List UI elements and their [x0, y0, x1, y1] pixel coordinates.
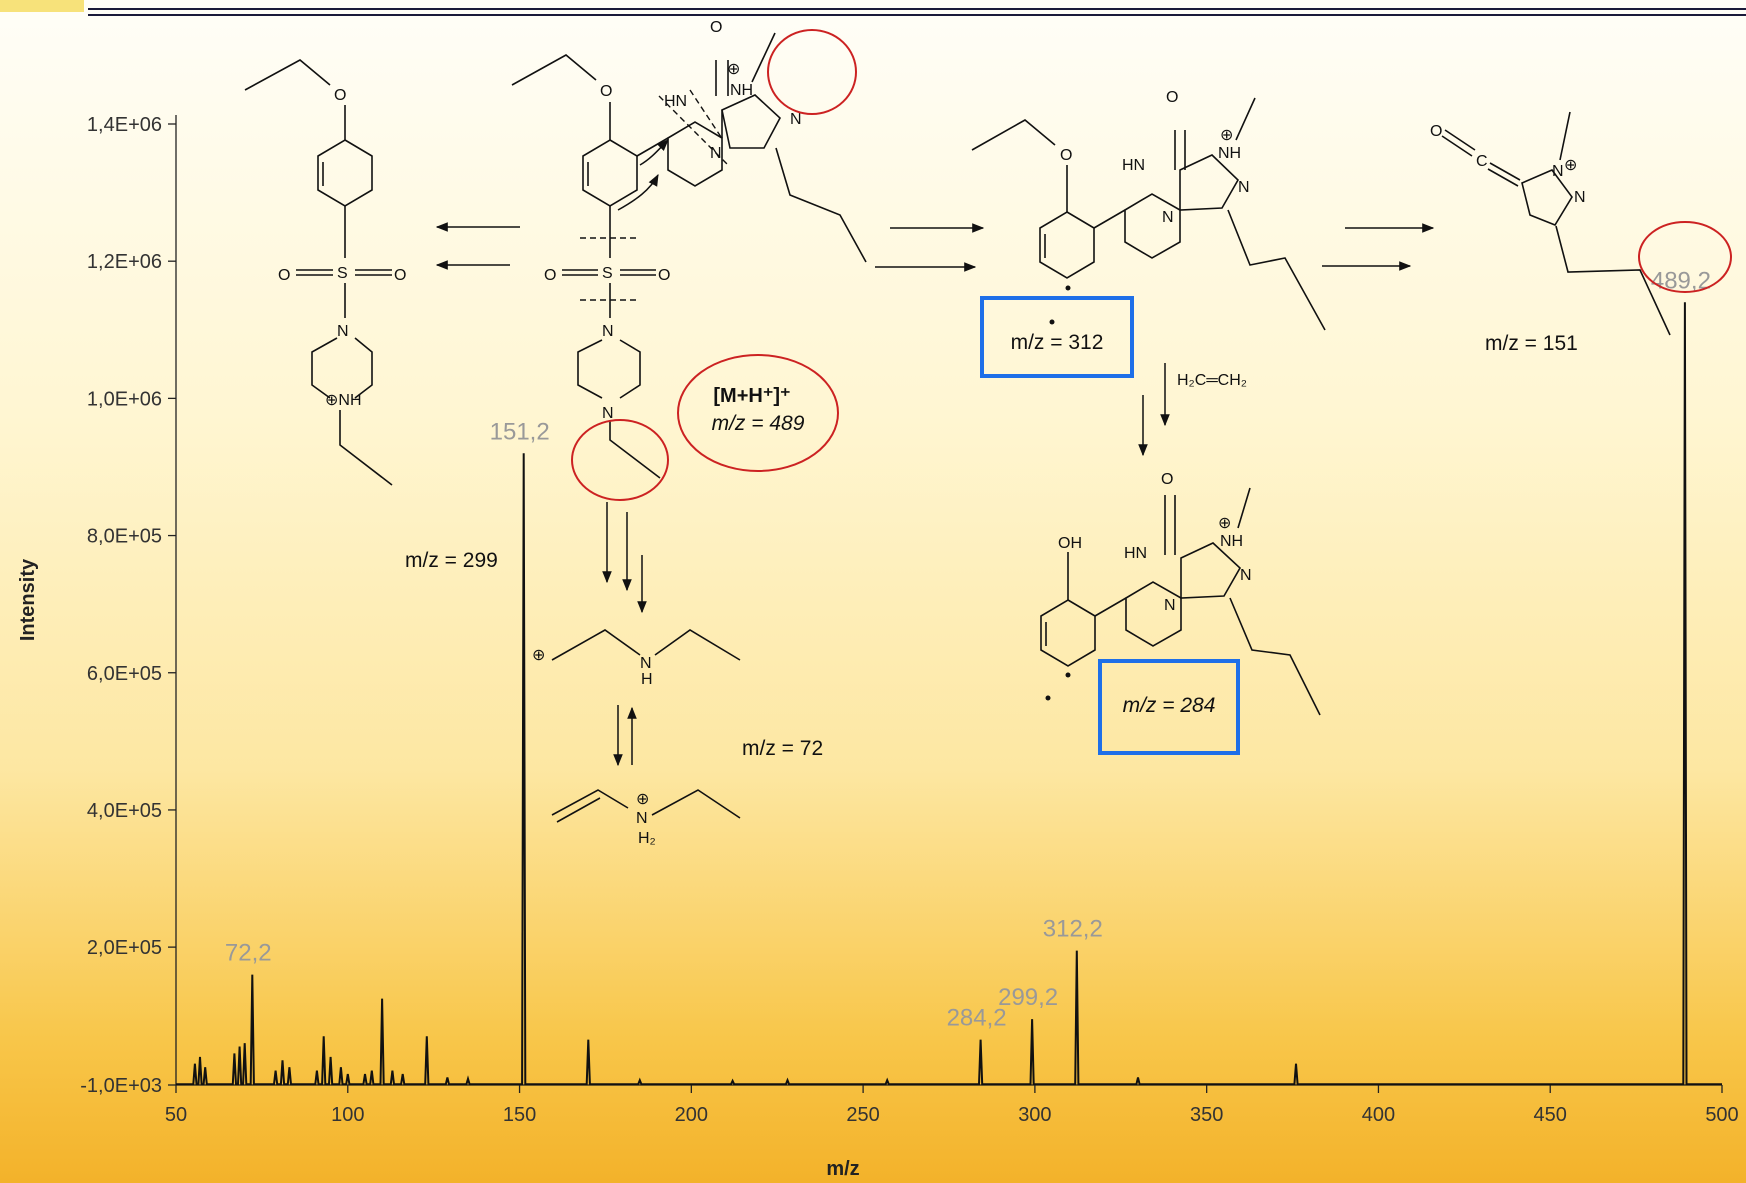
- y-tick-label: 1,0E+06: [87, 388, 162, 410]
- svg-text:N: N: [337, 323, 349, 340]
- y-tick-label: 2,0E+05: [87, 937, 162, 959]
- y-axis-label: Intensity: [17, 558, 39, 641]
- parent-mz-label: m/z = 489: [712, 412, 805, 435]
- svg-text:HN: HN: [1122, 157, 1145, 174]
- svg-text:O: O: [394, 267, 406, 284]
- y-tick-label: -1,0E+03: [80, 1075, 162, 1097]
- structure-parent-ion: O HN N O NH ⊕ N S O: [511, 19, 867, 501]
- structure-fragment-284: OH HN N O NH ⊕ N m/z = 284: [1040, 471, 1321, 755]
- y-tick-label: 6,0E+05: [87, 663, 162, 685]
- parent-ion-label: [M+H⁺]⁺: [713, 385, 790, 407]
- fragmentation-scheme: O S O O N ⊕NH O: [244, 19, 1732, 847]
- svg-text:N: N: [1240, 567, 1252, 584]
- svg-text:HN: HN: [664, 93, 687, 110]
- frag-72-label: m/z = 72: [742, 737, 823, 760]
- peak-label: 151,2: [490, 418, 550, 445]
- x-ticks: 50 100 150 200 250 300 350 400 450 500: [165, 1085, 1739, 1126]
- svg-text:HN: HN: [1124, 545, 1147, 562]
- structure-fragment-299: O S O O N ⊕NH: [244, 59, 406, 486]
- y-tick-label: 1,4E+06: [87, 114, 162, 136]
- svg-text:N: N: [640, 655, 652, 672]
- svg-text:NH: NH: [1218, 145, 1241, 162]
- svg-text:O: O: [1060, 147, 1072, 164]
- svg-text:O: O: [1430, 123, 1442, 140]
- svg-text:⊕: ⊕: [636, 791, 649, 808]
- structure-fragment-151: O C N ⊕ N m/z = 151: [1430, 111, 1732, 355]
- x-tick-label: 250: [846, 1104, 879, 1126]
- svg-text:OH: OH: [1058, 535, 1082, 552]
- svg-text:N: N: [636, 810, 648, 827]
- ethylene-label: H₂C═CH₂: [1177, 372, 1247, 389]
- svg-text:⊕: ⊕: [1564, 157, 1577, 174]
- y-tick-label: 8,0E+05: [87, 526, 162, 548]
- svg-text:N: N: [1164, 597, 1176, 614]
- frag-151-label: m/z = 151: [1485, 332, 1578, 355]
- structure-fragment-312: O HN N O NH ⊕ N m/z = 312: [971, 89, 1326, 378]
- svg-text:O: O: [278, 267, 290, 284]
- svg-text:S: S: [602, 265, 613, 282]
- svg-text:N: N: [790, 111, 802, 128]
- structure-fragment-72: ⊕ N H N ⊕ H₂: [532, 629, 741, 847]
- svg-text:C: C: [1476, 153, 1488, 170]
- svg-text:N: N: [1238, 179, 1250, 196]
- x-tick-label: 450: [1534, 1104, 1567, 1126]
- frag-299-label: m/z = 299: [405, 549, 498, 572]
- peak-label: 312,2: [1043, 916, 1103, 943]
- x-tick-label: 300: [1018, 1104, 1051, 1126]
- x-axis-label: m/z: [826, 1158, 859, 1180]
- svg-text:O: O: [1161, 471, 1173, 488]
- x-tick-label: 100: [331, 1104, 364, 1126]
- svg-text:H: H: [641, 671, 653, 688]
- svg-text:S: S: [337, 265, 348, 282]
- y-tick-label: 1,2E+06: [87, 251, 162, 273]
- peak-label: 72,2: [225, 940, 272, 967]
- svg-text:N: N: [602, 323, 614, 340]
- svg-text:H₂: H₂: [638, 830, 656, 847]
- header-accent: [0, 0, 84, 12]
- svg-text:⊕: ⊕: [1218, 515, 1231, 532]
- svg-text:O: O: [600, 83, 612, 100]
- header-rule: [88, 8, 1746, 10]
- frag-312-label: m/z = 312: [1011, 331, 1104, 354]
- svg-text:O: O: [1166, 89, 1178, 106]
- x-tick-label: 500: [1705, 1104, 1738, 1126]
- x-tick-label: 350: [1190, 1104, 1223, 1126]
- y-ticks: -1,0E+03 2,0E+05 4,0E+05 6,0E+05 8,0E+05 1,0E…: [80, 114, 176, 1097]
- header-rule: [88, 14, 1746, 16]
- svg-text:⊕: ⊕: [727, 61, 740, 78]
- svg-text:NH: NH: [730, 82, 753, 99]
- x-tick-label: 150: [503, 1104, 536, 1126]
- svg-text:N: N: [1574, 189, 1586, 206]
- svg-text:N: N: [602, 405, 614, 422]
- x-tick-label: 50: [165, 1104, 187, 1126]
- svg-text:O: O: [544, 267, 556, 284]
- svg-text:⊕: ⊕: [1220, 127, 1233, 144]
- svg-text:⊕NH: ⊕NH: [325, 392, 362, 409]
- x-tick-label: 200: [675, 1104, 708, 1126]
- svg-text:O: O: [334, 87, 346, 104]
- svg-text:⊕: ⊕: [532, 647, 545, 664]
- x-tick-label: 400: [1362, 1104, 1395, 1126]
- chart-axes: [175, 115, 1722, 1086]
- y-tick-label: 4,0E+05: [87, 800, 162, 822]
- spectrum-trace: [176, 302, 1722, 1086]
- peak-label: 299,2: [998, 984, 1058, 1011]
- frag-284-label: m/z = 284: [1123, 694, 1216, 717]
- svg-text:O: O: [658, 267, 670, 284]
- peak-label: 284,2: [947, 1005, 1007, 1032]
- svg-text:NH: NH: [1220, 533, 1243, 550]
- svg-text:N: N: [1162, 209, 1174, 226]
- svg-text:N: N: [1552, 163, 1564, 180]
- svg-text:O: O: [710, 19, 722, 36]
